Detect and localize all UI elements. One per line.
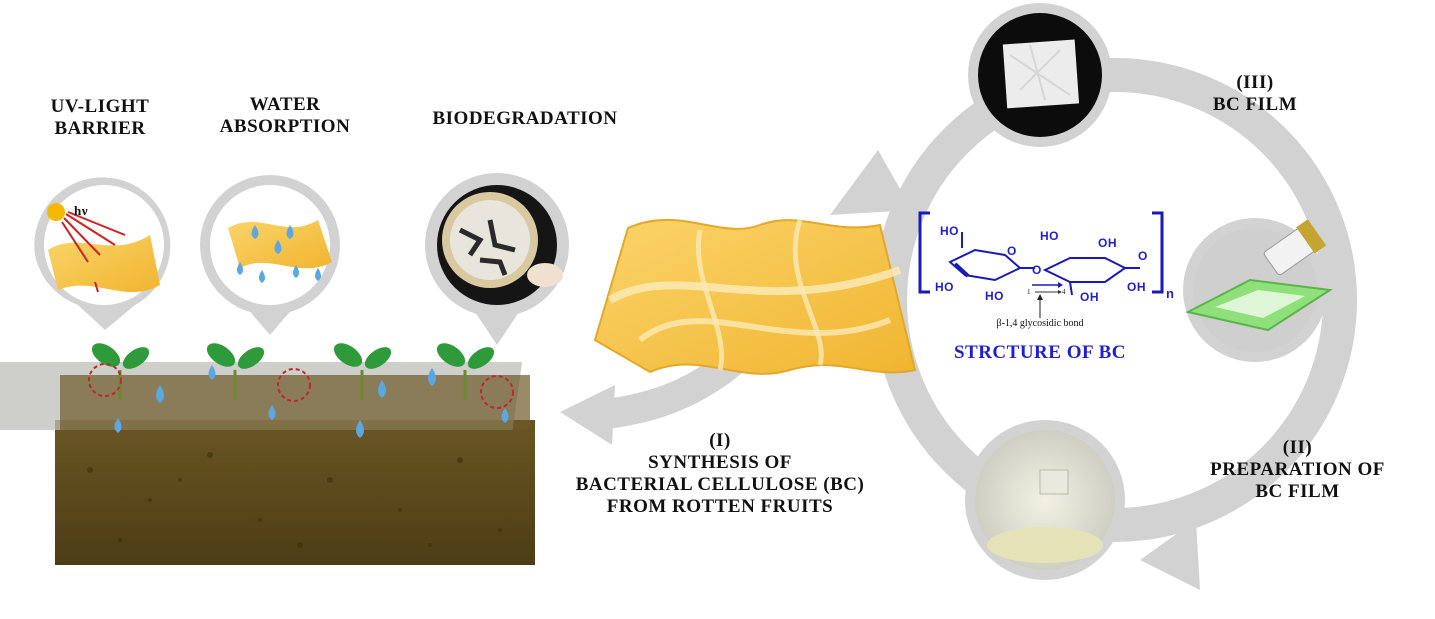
sun-icon [47,203,65,221]
bond-num-4: 4 [1062,288,1066,296]
atom-ho-bottom: HO [985,289,1004,303]
atom-oh-right: OH [1127,280,1146,294]
bond-label: β-1,4 glycosidic bond [996,318,1084,329]
atom-o-left-ring: O [1007,244,1017,258]
water-label-line1: WATER [249,94,321,115]
step-1-line2: BACTERIAL CELLULOSE (BC) [575,474,865,495]
atom-ho-top-left: HO [940,224,959,238]
left-bracket [918,211,930,294]
step-2-number: (II) [1282,437,1313,458]
water-label: WATER ABSORPTION [205,94,365,138]
step-2-line1: PREPARATION OF [1210,459,1385,480]
step-2-line2: BC FILM [1255,481,1340,502]
step-3-line1: BC FILM [1212,94,1298,115]
biodegradation-label: BIODEGRADATION [432,108,618,129]
step-1-number: (I) [709,430,731,451]
casting-photo [1183,218,1333,362]
ring-arrow-head [830,150,912,215]
bc-film-sheet [593,219,917,375]
atom-oh-top-right: OH [1098,236,1117,250]
atom-ho-top-right: HO [1040,229,1059,243]
right-bracket [1152,211,1164,294]
plants [91,343,495,400]
step-3-number: (III) [1236,72,1274,93]
step-1-line3: FROM ROTTEN FRUITS [606,496,834,517]
uv-label-line1: UV-LIGHT [50,96,150,117]
bond-num-1: 1 [1027,288,1031,296]
atom-oh-bottom-right: OH [1080,290,1099,304]
uv-label-line2: BARRIER [54,118,146,139]
flask-photo [965,420,1125,580]
uv-label: UV-LIGHT BARRIER [30,96,170,140]
bc-structure [918,211,1164,318]
water-label-line2: ABSORPTION [219,116,351,137]
bc-film-photo [968,3,1112,147]
hv-symbol: hν [74,203,89,218]
biodegradation-callout [425,173,569,345]
atom-o-right-ring: O [1138,249,1148,263]
repeat-n: n [1166,286,1175,301]
ring-arrow-head [1140,520,1200,590]
soil-block [0,362,535,565]
step-3-label: (III) BC FILM [1185,72,1325,116]
atom-ho-left: HO [935,280,954,294]
step-1-label: (I) SYNTHESIS OF BACTERIAL CELLULOSE (BC… [570,430,870,518]
step-2-label: (II) PREPARATION OF BC FILM [1205,437,1390,503]
structure-title: STRCTURE OF BC [953,342,1127,363]
uv-callout [34,177,171,330]
water-callout [200,175,340,335]
atom-o-bridge: O [1032,263,1042,277]
highlight-circles [88,363,514,409]
soil-water-drops [114,365,509,438]
film-to-soil-arrow-head [560,385,615,445]
step-1-line1: SYNTHESIS OF [648,452,792,473]
